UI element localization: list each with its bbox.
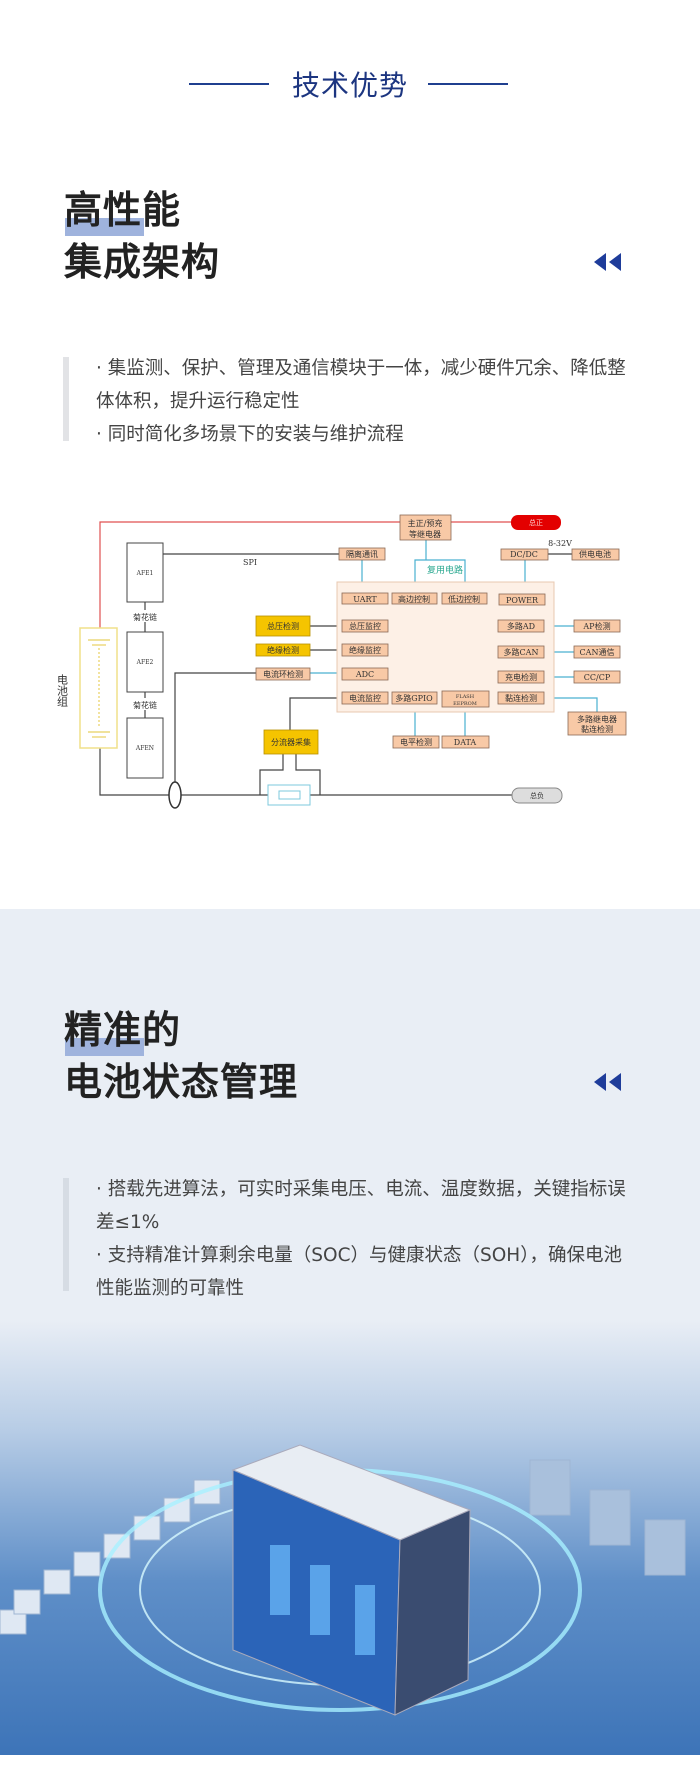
eeprom: EEPROM xyxy=(453,701,477,707)
total-voltage-detect: 总压检测 xyxy=(267,621,299,631)
main-relay-label: 主正/预充 xyxy=(408,518,443,528)
multi-gpio: 多路GPIO xyxy=(395,693,433,703)
afe2-label: AFE2 xyxy=(136,659,154,666)
total-voltage-monitor: 总压监控 xyxy=(349,621,381,631)
pos-terminal-label: 总正 xyxy=(529,518,543,527)
double-chevron-left-icon xyxy=(594,253,621,271)
current-monitor: 电流监控 xyxy=(349,693,381,703)
cc-cp: CC/CP xyxy=(584,673,611,682)
main-relay-label: 等继电器 xyxy=(409,529,441,539)
multi-ad: 多路AD xyxy=(507,621,535,631)
battery-pack-label: 电池组 xyxy=(56,674,69,707)
can-comm: CAN通信 xyxy=(580,647,615,657)
shunt-sampling: 分流器采集 xyxy=(271,737,311,747)
relay-stick-detect: 多路继电器 xyxy=(577,714,617,724)
afe1-label: AFE1 xyxy=(136,570,154,577)
low-side-control: 低边控制 xyxy=(448,594,480,604)
bullet-item: · 搭载先进算法，可实时采集电压、电流、温度数据，关键指标误差≤1% xyxy=(96,1179,626,1233)
double-chevron-left-icon xyxy=(594,1073,621,1091)
heading-highlight xyxy=(65,1038,144,1056)
afen-label: AFEN xyxy=(135,745,154,752)
bullet-item: · 集监测、保护、管理及通信模块于一体，减少硬件冗余、降低整体体积，提升运行稳定… xyxy=(96,358,626,412)
supply-battery: 供电电池 xyxy=(579,549,611,559)
insulation-detect: 绝缘检测 xyxy=(267,645,299,655)
data: DATA xyxy=(454,738,477,747)
heading-1-line2: 集成架构 xyxy=(64,240,221,284)
bms-module-illustration xyxy=(0,1320,700,1755)
level-detect: 电平检测 xyxy=(400,737,432,747)
title-line-right xyxy=(428,83,508,85)
section-title: 技术优势 xyxy=(291,69,408,102)
current-loop-detect: 电流环检测 xyxy=(263,669,303,679)
quote-bar xyxy=(63,1178,69,1291)
bms-architecture-diagram: 电池组 AFE1 AFE2 AFEN 菊花链 菊花链 SPI 主正/预充 等继电… xyxy=(56,514,627,809)
high-side-control: 高边控制 xyxy=(398,594,430,604)
voltage-label: 8-32V xyxy=(548,539,572,548)
relay-stick-detect: 黏连检测 xyxy=(581,724,613,734)
neg-terminal-label: 总负 xyxy=(530,791,544,800)
quote-bar xyxy=(63,357,69,441)
bullet-item: · 支持精准计算剩余电量（SOC）与健康状态（SOH），确保电池性能监测的可靠性 xyxy=(96,1245,622,1299)
ap-detect: AP检测 xyxy=(582,621,610,631)
spi-label: SPI xyxy=(243,558,257,567)
bullet-list-2: · 搭载先进算法，可实时采集电压、电流、温度数据，关键指标误差≤1% · 支持精… xyxy=(96,1173,636,1305)
stick-detect: 黏连检测 xyxy=(505,693,537,703)
heading-1: 高性能 集成架构 xyxy=(64,184,220,288)
heading-1-line1: 高性能 xyxy=(64,188,182,232)
bullet-item: · 同时简化多场景下的安装与维护流程 xyxy=(96,424,404,445)
reuse-circuit-label: 复用电路 xyxy=(427,564,463,576)
bullet-list-1: · 集监测、保护、管理及通信模块于一体，减少硬件冗余、降低整体体积，提升运行稳定… xyxy=(96,352,636,451)
flash: FLASH xyxy=(456,694,475,700)
heading-2-line1: 精准的 xyxy=(64,1008,182,1052)
daisy-chain-label: 菊花链 xyxy=(133,612,157,622)
heading-2-line2: 电池状态管理 xyxy=(64,1060,299,1104)
adc: ADC xyxy=(355,670,374,679)
heading-highlight xyxy=(65,218,144,236)
charge-detect: 充电检测 xyxy=(505,672,537,682)
multi-can: 多路CAN xyxy=(504,647,539,657)
daisy-chain-label: 菊花链 xyxy=(133,700,157,710)
power: POWER xyxy=(506,596,539,605)
heading-2: 精准的 电池状态管理 xyxy=(64,1004,298,1108)
insulation-monitor: 绝缘监控 xyxy=(349,645,381,655)
dcdc: DC/DC xyxy=(510,550,538,559)
isolation-comm: 隔离通讯 xyxy=(346,549,378,559)
title-line-left xyxy=(189,83,269,85)
uart: UART xyxy=(353,595,377,604)
